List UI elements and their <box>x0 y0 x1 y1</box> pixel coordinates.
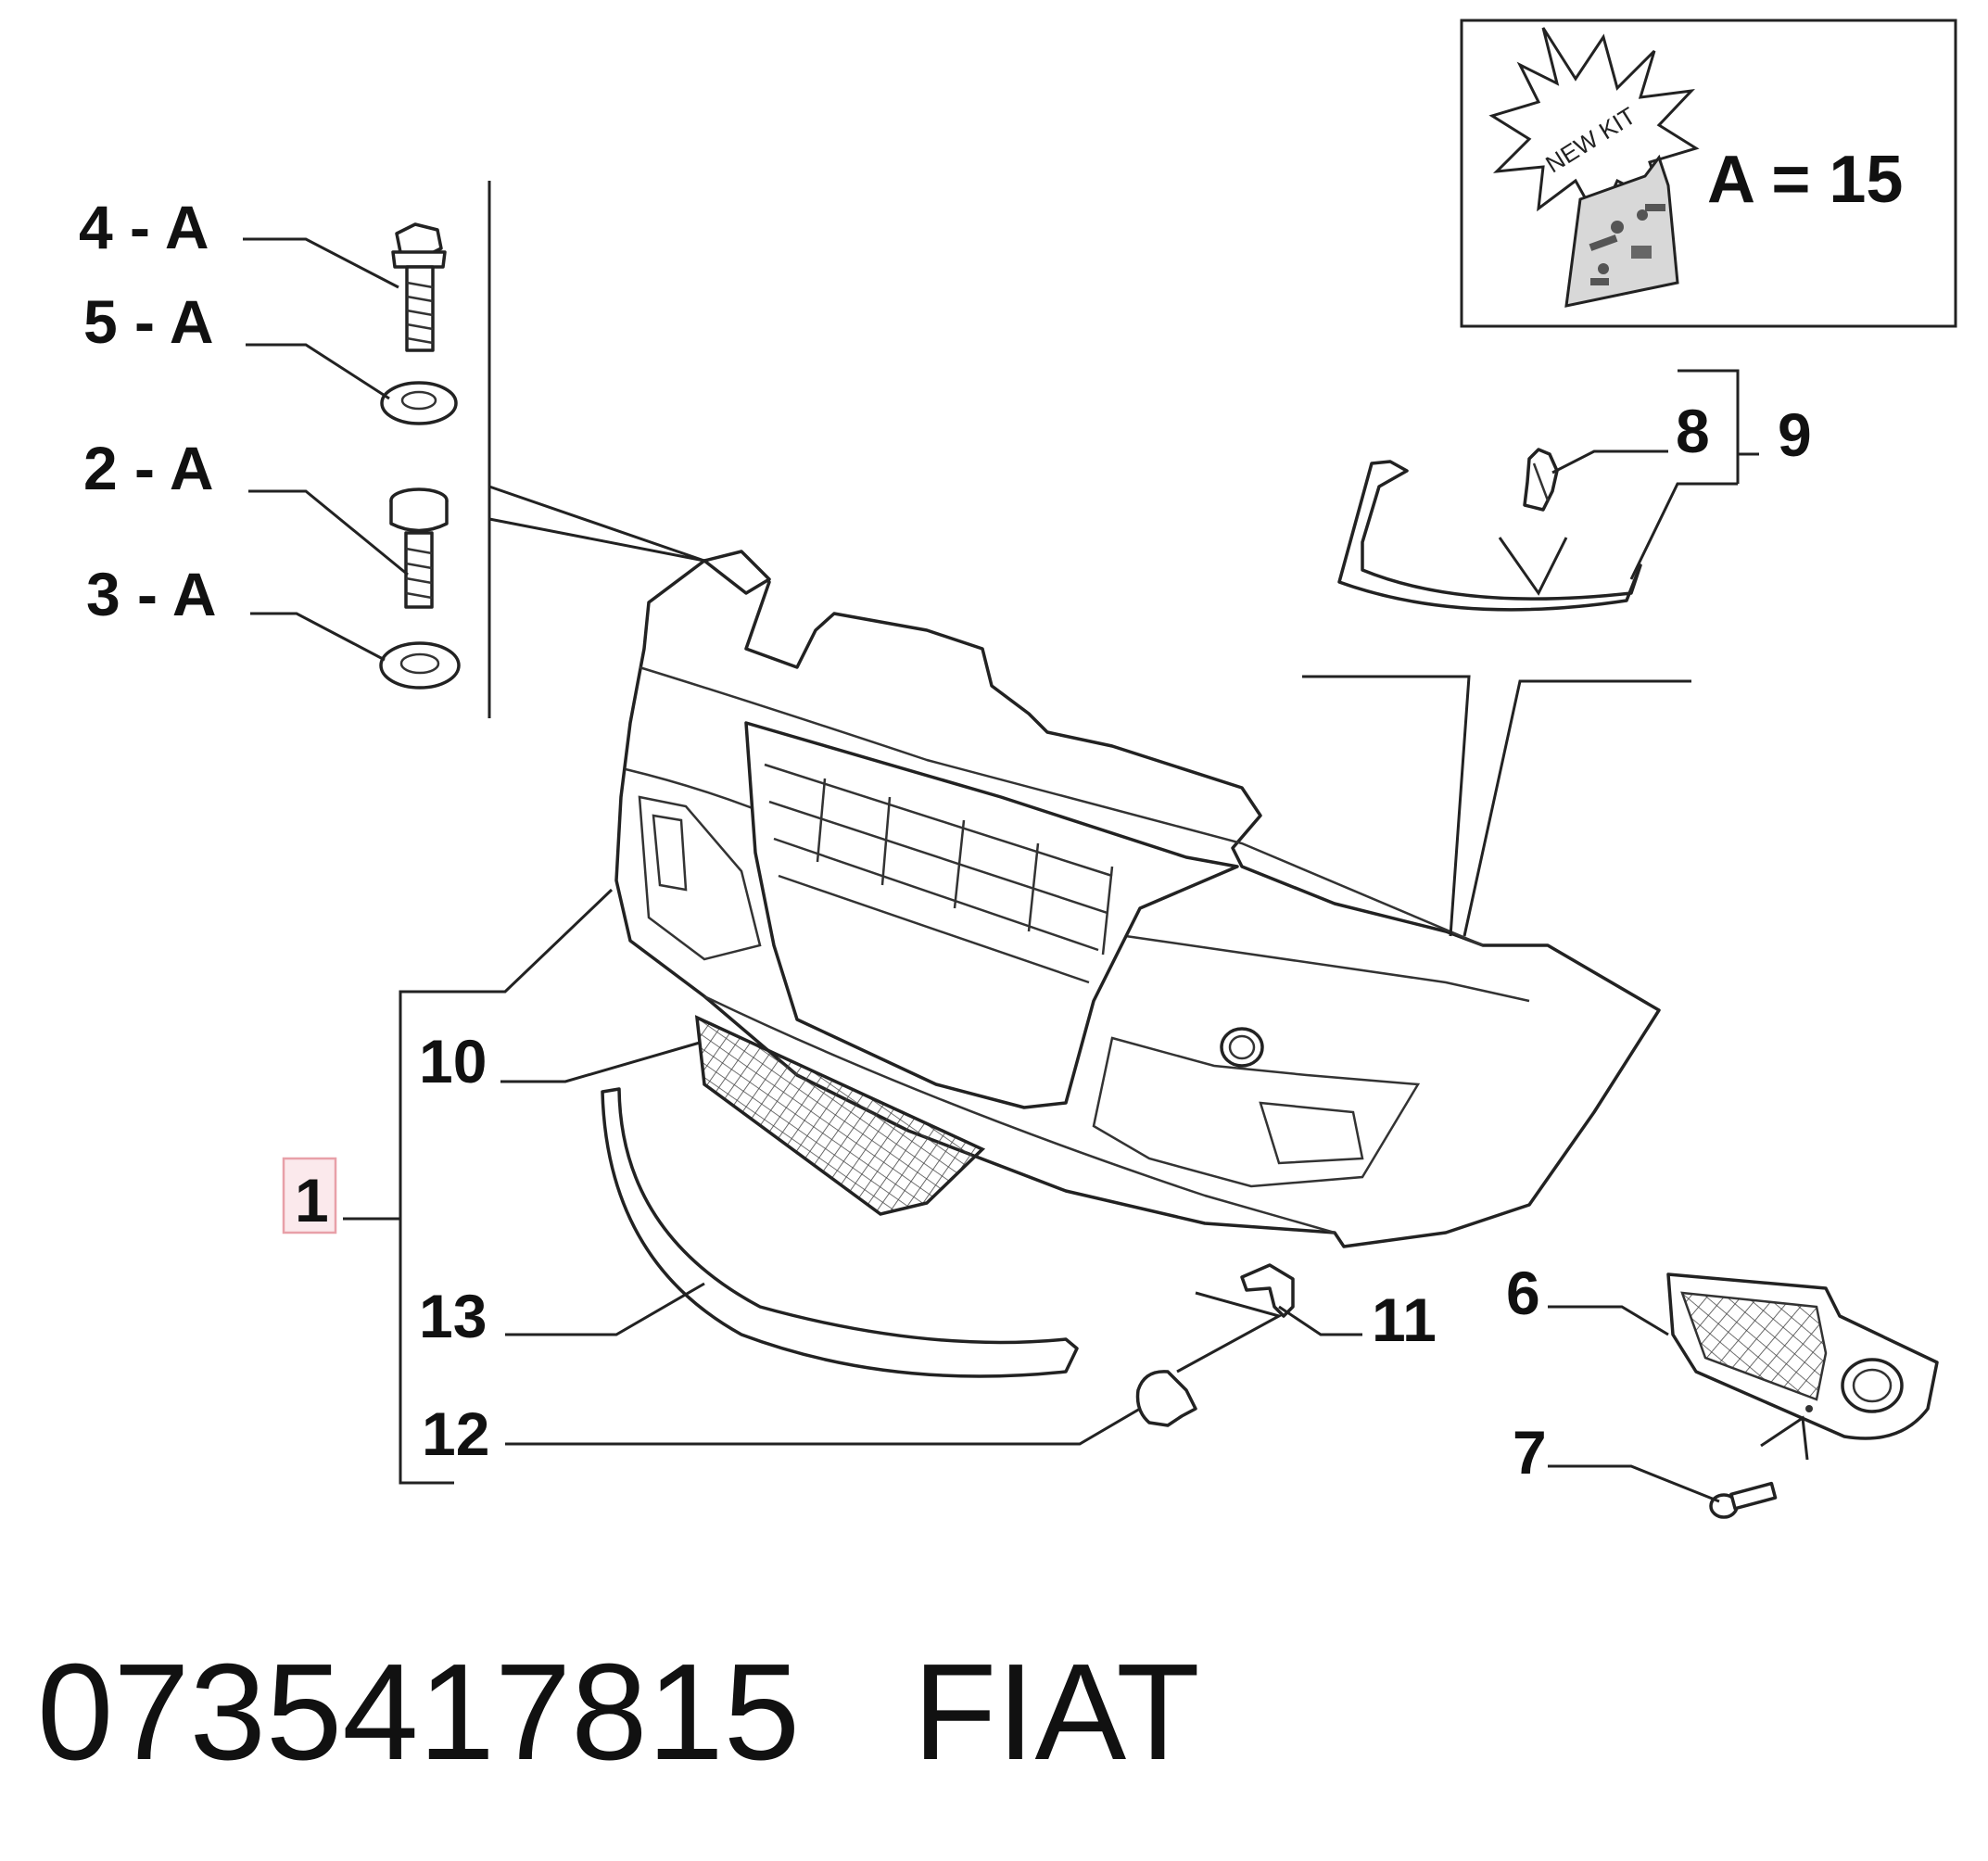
flange-bolt-icon <box>391 222 447 352</box>
kit-bag-icon <box>1564 154 1679 308</box>
fastener-leaders <box>243 181 705 718</box>
new-kit-burst <box>1488 27 1700 226</box>
callout-13: 13 <box>419 1282 487 1350</box>
mesh-grille <box>694 1015 986 1216</box>
washer-icon <box>380 381 458 425</box>
lower-spoiler-strip <box>601 1087 1079 1378</box>
screw-icon <box>1709 1481 1778 1519</box>
part-number: 0735417815 <box>37 1636 800 1789</box>
callout-11: 11 <box>1372 1285 1437 1354</box>
callout-12: 12 <box>422 1399 489 1468</box>
grille-slots <box>764 763 1114 984</box>
callout-1: 1 <box>295 1166 329 1234</box>
kit-equation: A = 15 <box>1707 143 1903 217</box>
front-bumper <box>614 550 1661 1248</box>
callout-8: 8 <box>1676 397 1710 465</box>
tow-cover-icon <box>1135 1370 1197 1427</box>
torx-bolt-icon <box>389 487 449 609</box>
washer-icon <box>379 641 461 690</box>
callout-6: 6 <box>1506 1259 1540 1327</box>
callout-2-a: 2 - A <box>83 434 214 502</box>
clip-icon <box>1523 448 1559 512</box>
new-kit-box: NEW KIT A = 15 <box>1460 19 1957 328</box>
callout-4-a: 4 - A <box>79 193 209 261</box>
fastener-group <box>379 222 461 690</box>
brand-name: FIAT <box>913 1636 1200 1789</box>
callout-9: 9 <box>1778 400 1812 469</box>
callout-3-a: 3 - A <box>86 560 217 628</box>
callout-7: 7 <box>1513 1418 1547 1487</box>
callout-5-a: 5 - A <box>83 287 214 356</box>
callout-1-highlight: 1 <box>282 1157 337 1234</box>
leaders <box>343 369 1809 1503</box>
callout-10: 10 <box>419 1027 487 1095</box>
bracket-icon <box>1240 1263 1295 1318</box>
upper-trim <box>1337 460 1642 612</box>
fog-lamp-grille <box>1666 1272 1939 1440</box>
